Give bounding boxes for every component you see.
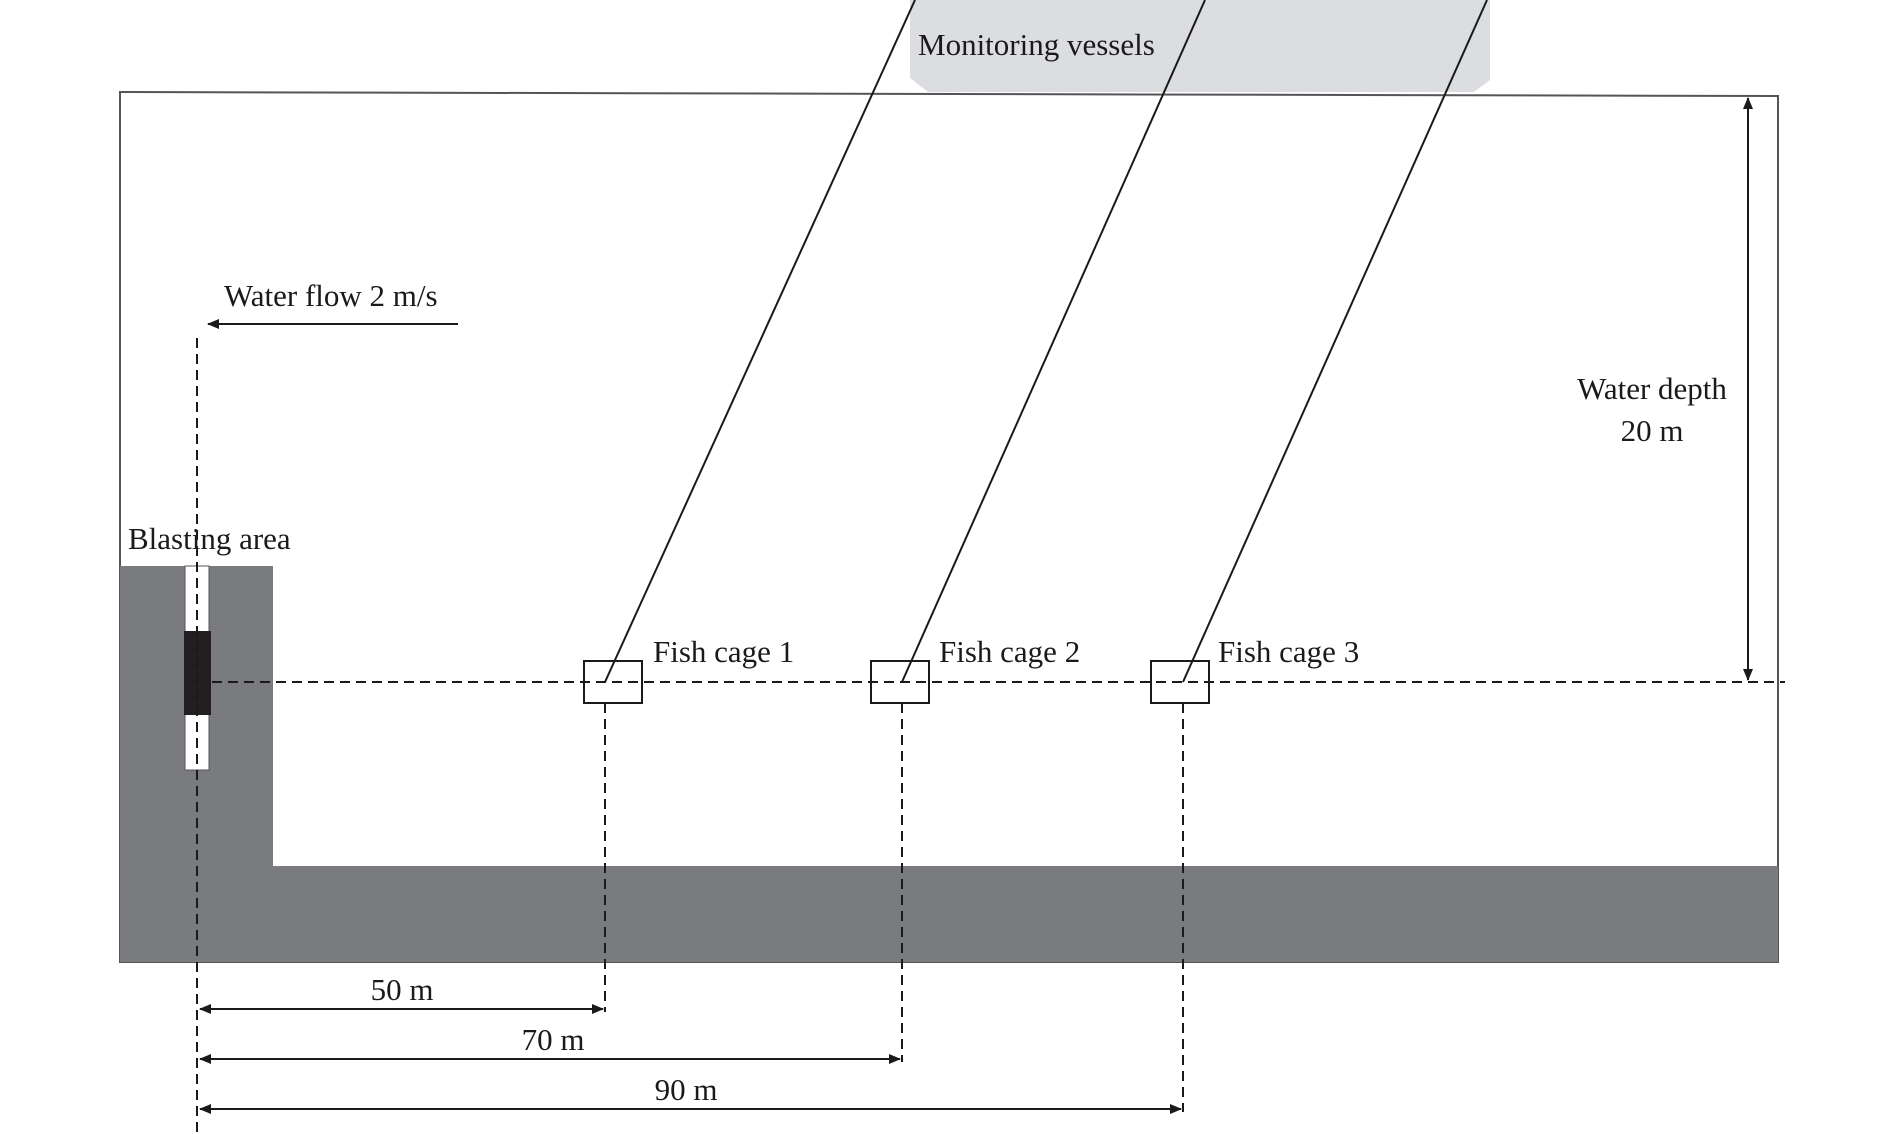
water-depth-label-line2: 20 m [1621, 413, 1684, 448]
cage-1-tether [604, 0, 916, 683]
fish-cage-2-label: Fish cage 2 [939, 634, 1080, 669]
distance-label-2: 70 m [522, 1022, 585, 1057]
distance-label-3: 90 m [655, 1072, 718, 1107]
water-depth-label-line1: Water depth [1577, 371, 1727, 406]
monitoring-vessel-shape [910, 0, 1490, 92]
cage-2-tether [901, 0, 1206, 683]
fish-cage-1 [583, 660, 643, 704]
water-body-outline [119, 90, 1779, 963]
seabed [120, 566, 1778, 962]
fish-cage-1-label: Fish cage 1 [653, 634, 794, 669]
fish-cage-2 [870, 660, 930, 704]
fish-cage-3-label: Fish cage 3 [1218, 634, 1359, 669]
blasting-area-label: Blasting area [128, 521, 291, 556]
monitoring-vessels-label: Monitoring vessels [918, 27, 1155, 62]
water-flow-label: Water flow 2 m/s [224, 278, 438, 313]
distance-label-1: 50 m [371, 972, 434, 1007]
cage-3-tether [1182, 0, 1488, 683]
fish-cage-3 [1150, 660, 1210, 704]
